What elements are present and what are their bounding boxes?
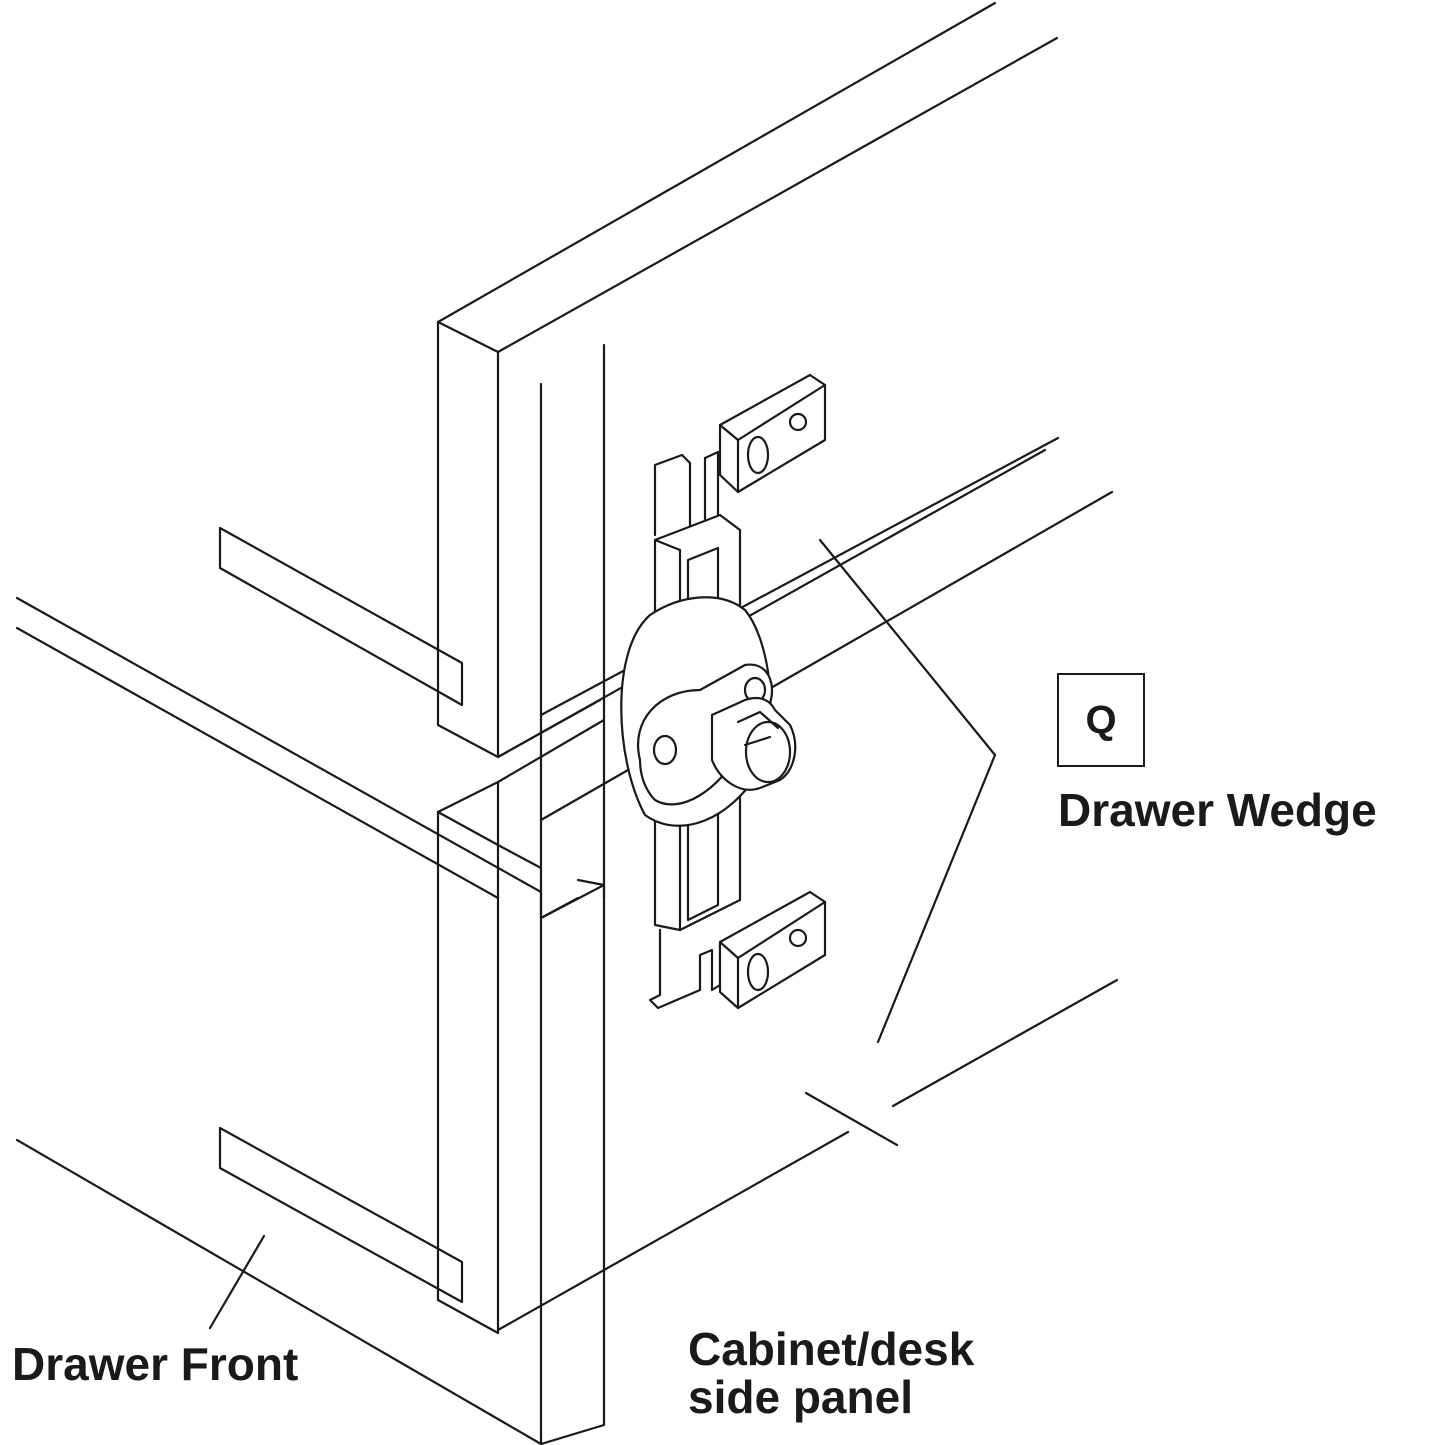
lower-strike-plate bbox=[718, 890, 827, 1010]
drawer-front-label: Drawer Front bbox=[12, 1338, 299, 1390]
lower-rail-slot bbox=[218, 1126, 464, 1304]
side-panel-label-line1: Cabinet/desk bbox=[688, 1323, 975, 1375]
upper-drawer-front bbox=[436, 1, 1059, 759]
callout-letter-box: Q bbox=[1057, 673, 1145, 767]
side-panel-label-line2: side panel bbox=[688, 1371, 913, 1424]
upper-strike-plate bbox=[718, 373, 827, 494]
side-panel-edges bbox=[539, 343, 606, 1445]
drawer-side-lines bbox=[15, 436, 1119, 1445]
upper-rail-slot bbox=[218, 526, 464, 707]
drawer-wedge-label: Drawer Wedge bbox=[1058, 784, 1377, 836]
leader-lines bbox=[208, 538, 997, 1330]
drawer-wedge-part bbox=[620, 450, 797, 1010]
side-panel-label: Cabinet/desk side panel bbox=[688, 1325, 974, 1422]
lower-drawer-front bbox=[436, 718, 606, 1445]
